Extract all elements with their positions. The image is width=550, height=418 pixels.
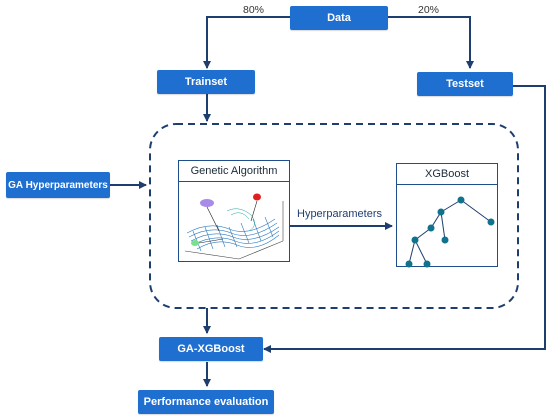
trainset-node: Trainset xyxy=(157,70,255,94)
xgboost-title: XGBoost xyxy=(397,164,497,185)
hyperparameters-label: Hyperparameters xyxy=(297,208,382,220)
testset-node: Testset xyxy=(417,72,513,96)
connector-testset-gaxgb xyxy=(263,85,546,353)
ga-hyperparameters-node: GA Hyperparameters xyxy=(6,172,110,198)
dashed-container xyxy=(149,123,519,309)
ga-xgboost-node: GA-XGBoost xyxy=(159,337,263,361)
connector-data-testset xyxy=(388,16,474,69)
fitness-surface-plot xyxy=(184,193,284,260)
xgboost-box: XGBoost xyxy=(396,163,498,268)
data-node: Data xyxy=(290,6,388,30)
performance-evaluation-node: Performance evaluation xyxy=(138,390,274,414)
connector-data-trainset xyxy=(203,16,290,69)
genetic-algorithm-title: Genetic Algorithm xyxy=(179,161,289,182)
test-split-label: 20% xyxy=(418,4,440,16)
decision-tree-icon xyxy=(405,196,495,268)
genetic-algorithm-box: Genetic Algorithm xyxy=(178,160,290,262)
train-split-label: 80% xyxy=(243,4,265,16)
